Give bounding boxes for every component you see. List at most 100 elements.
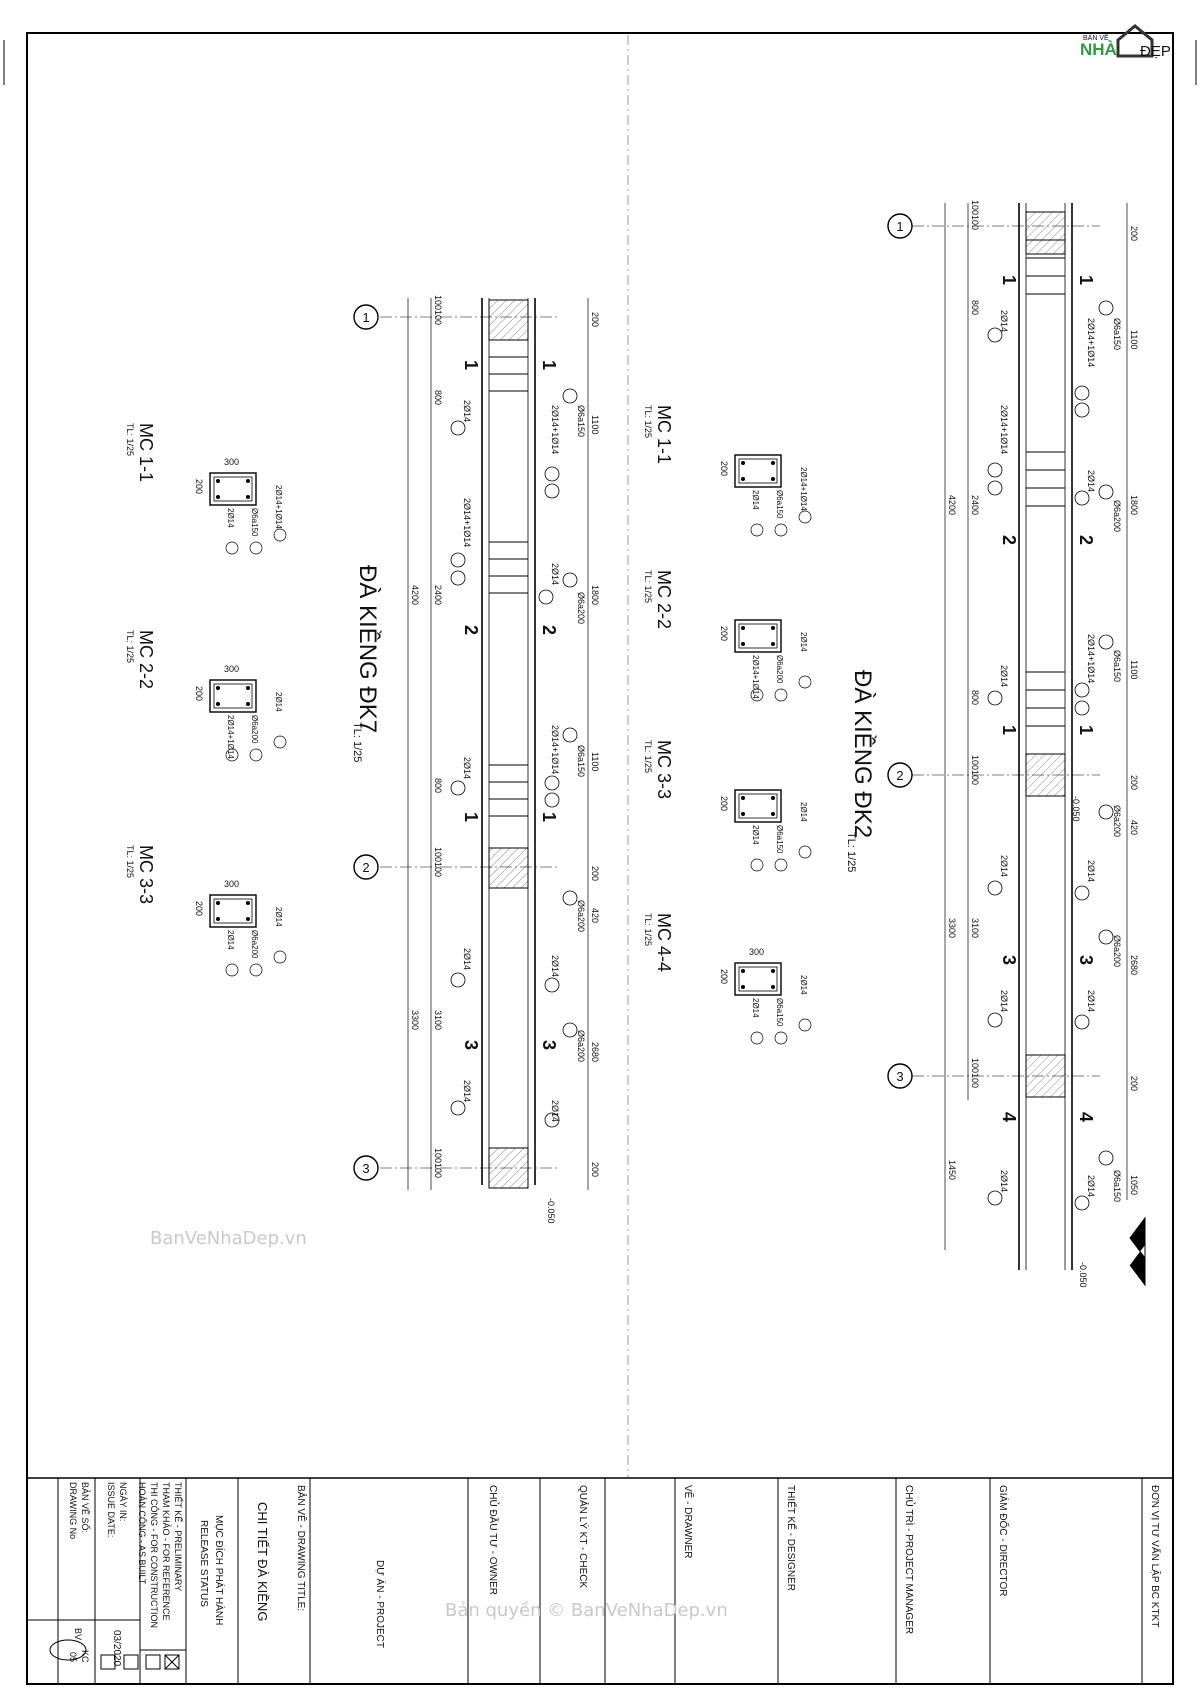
- svg-text:2: 2: [539, 625, 559, 635]
- house-icon: [1116, 24, 1154, 58]
- checkbox-asbuilt[interactable]: [100, 1654, 116, 1670]
- svg-text:2Ø14: 2Ø14: [999, 855, 1009, 877]
- section-name: MC 1-1: [136, 423, 156, 482]
- svg-text:3100: 3100: [970, 918, 980, 938]
- svg-text:100100: 100100: [970, 755, 980, 785]
- svg-text:Ø6a150: Ø6a150: [576, 745, 586, 777]
- section-stirrup-label: Ø6a200: [250, 930, 259, 959]
- section-stirrup-label: Ø6a150: [250, 508, 259, 537]
- svg-text:-0.050: -0.050: [546, 1198, 556, 1224]
- section-outline: [209, 894, 257, 928]
- svg-text:200: 200: [1129, 226, 1139, 241]
- dwg-number-oval: [49, 1639, 87, 1661]
- section-width: 300: [224, 457, 239, 467]
- svg-text:200: 200: [1129, 775, 1139, 790]
- svg-text:2680: 2680: [590, 1042, 600, 1062]
- title-block: ĐƠN VỊ TƯ VẤN LẬP BC KTKT GIÁM ĐỐC - DIR…: [27, 1477, 1173, 1684]
- bar-callout: [774, 688, 788, 702]
- svg-text:3: 3: [539, 1040, 559, 1050]
- section-width: 300: [224, 664, 239, 674]
- drawn-label: VẼ - DRAWNER: [682, 1485, 695, 1559]
- svg-text:4: 4: [1076, 1112, 1096, 1122]
- svg-text:2: 2: [1076, 535, 1096, 545]
- section-name: MC 4-4: [654, 913, 674, 972]
- svg-text:-0.050: -0.050: [1071, 796, 1081, 822]
- rebar-dot: [741, 985, 745, 989]
- rebar-dot: [246, 479, 250, 483]
- rebar-dot: [246, 702, 250, 706]
- svg-text:200: 200: [590, 312, 600, 327]
- section-bottom-bar: 2Ø14: [226, 930, 235, 950]
- rebar-dot: [216, 479, 220, 483]
- svg-text:Ø6a200: Ø6a200: [1112, 935, 1122, 967]
- svg-text:1: 1: [461, 360, 481, 370]
- svg-text:3100: 3100: [433, 1010, 443, 1030]
- svg-text:100100: 100100: [433, 295, 443, 325]
- section-height: 200: [194, 901, 204, 916]
- svg-text:1450: 1450: [947, 1160, 957, 1180]
- status-construction: THI CÔNG - FOR CONSTRUCTION: [149, 1482, 159, 1628]
- checkbox-preliminary[interactable]: [164, 1654, 180, 1670]
- project-manager-label: CHỦ TRÌ - PROJECT MANAGER: [903, 1485, 916, 1634]
- project-label: DỰ ÁN - PROJECT: [374, 1560, 387, 1648]
- bar-callout: [774, 858, 788, 872]
- watermark-bottom: Bản quyền © BanVeNhaDep.vn: [445, 1600, 728, 1621]
- rebar-dot: [216, 495, 220, 499]
- section-top-bar: 2Ø14: [274, 692, 283, 712]
- section-stirrup-label: Ø6a150: [775, 825, 784, 854]
- rebar-dot: [741, 796, 745, 800]
- svg-text:2: 2: [896, 768, 903, 783]
- svg-text:200: 200: [590, 866, 600, 881]
- checkbox-construction[interactable]: [123, 1654, 139, 1670]
- svg-text:2Ø14+1Ø14: 2Ø14+1Ø14: [1086, 318, 1096, 367]
- rebar-dot: [216, 686, 220, 690]
- section-width: 300: [224, 879, 239, 889]
- svg-text:Ø6a150: Ø6a150: [1112, 318, 1122, 350]
- checkbox-reference[interactable]: [145, 1654, 161, 1670]
- section-stirrup: [213, 683, 253, 709]
- svg-text:1800: 1800: [1129, 495, 1139, 515]
- section-scale: TL: 1/25: [643, 913, 653, 946]
- rebar-dot: [246, 901, 250, 905]
- status-reference: THAM KHẢO - FOR REFERENCE: [161, 1482, 172, 1621]
- section-stirrup-label: Ø6a150: [775, 998, 784, 1027]
- svg-text:4200: 4200: [947, 495, 957, 515]
- section-outline: [734, 789, 782, 823]
- svg-text:1100: 1100: [590, 752, 600, 771]
- svg-text:2: 2: [461, 625, 481, 635]
- svg-text:2Ø14: 2Ø14: [462, 400, 472, 422]
- svg-text:1800: 1800: [590, 585, 600, 605]
- svg-text:2Ø14+1Ø14: 2Ø14+1Ø14: [1086, 634, 1096, 683]
- svg-text:420: 420: [1129, 820, 1139, 835]
- section-name: MC 1-1: [654, 405, 674, 464]
- section-top-bar: 2Ø14: [799, 632, 808, 652]
- svg-text:Ø6a150: Ø6a150: [576, 405, 586, 437]
- svg-text:100100: 100100: [433, 1148, 443, 1178]
- section-scale: TL: 1/25: [125, 423, 135, 456]
- bar-callout: [273, 528, 287, 542]
- bar-callout: [798, 845, 812, 859]
- rebar-dot: [216, 917, 220, 921]
- svg-text:420: 420: [590, 908, 600, 923]
- svg-text:2Ø14+1Ø14: 2Ø14+1Ø14: [999, 405, 1009, 454]
- axis-marker: 3: [353, 1155, 560, 1181]
- bar-callout: [249, 748, 263, 762]
- dwg-kc: KC: [80, 1650, 90, 1663]
- section-top-bar: 2Ø14: [799, 802, 808, 822]
- svg-text:800: 800: [970, 300, 980, 315]
- bar-callout: [774, 1031, 788, 1045]
- svg-text:2Ø14+1Ø14: 2Ø14+1Ø14: [550, 405, 560, 454]
- rebar-dot: [741, 461, 745, 465]
- beam-dk2-scale: TL: 1/25: [845, 832, 857, 872]
- svg-text:3: 3: [362, 1161, 369, 1176]
- issue-date: 03/2020: [111, 1630, 122, 1667]
- bar-callout: [750, 1031, 764, 1045]
- section-bottom-bar: 2Ø14: [751, 490, 760, 510]
- section-stirrup: [738, 623, 778, 649]
- svg-text:1: 1: [1076, 275, 1096, 285]
- svg-text:2: 2: [362, 860, 369, 875]
